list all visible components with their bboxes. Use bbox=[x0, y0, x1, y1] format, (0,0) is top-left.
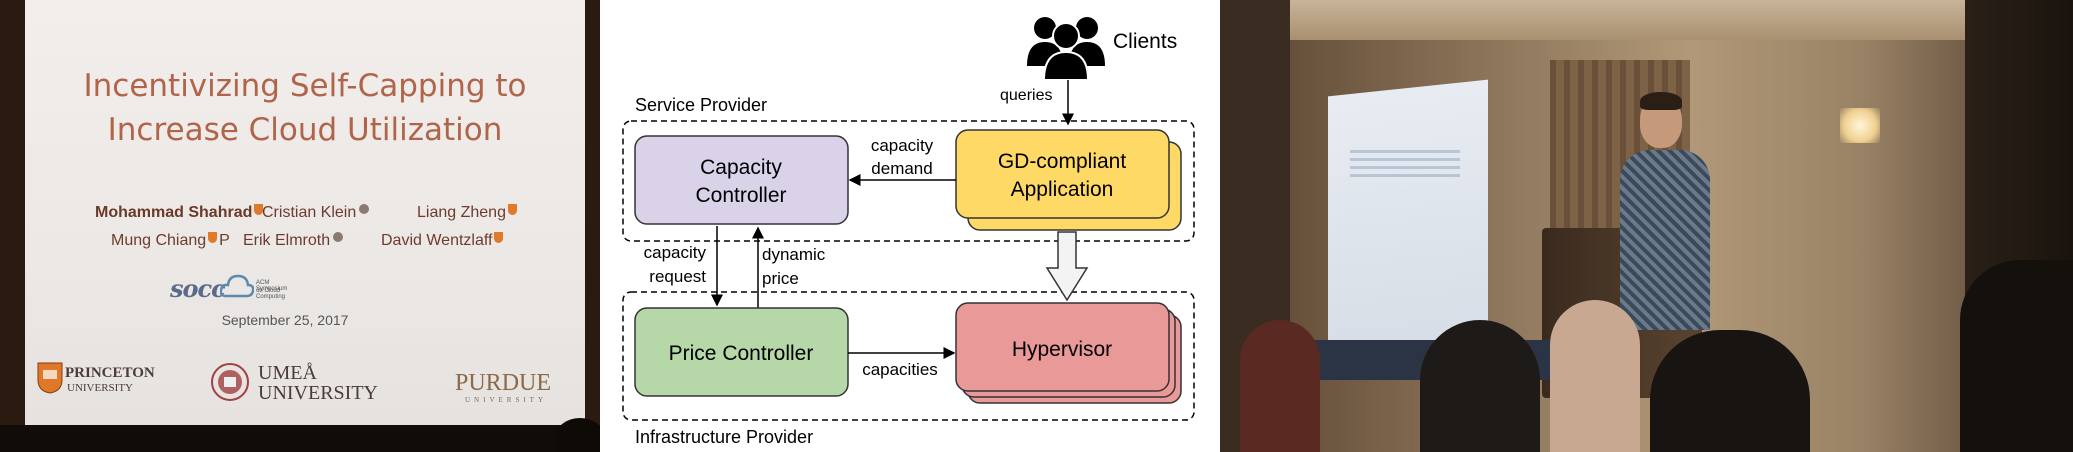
cloud-icon bbox=[220, 274, 254, 298]
capacity-demand-label-1: capacity bbox=[871, 136, 934, 155]
princeton-name: PRINCETON bbox=[65, 365, 155, 381]
slide-date: September 25, 2017 bbox=[221, 312, 349, 328]
ceiling bbox=[1290, 0, 1990, 40]
system-diagram: Clients queries Service Provider Infrast… bbox=[622, 17, 1195, 447]
system-diagram-panel: Clients queries Service Provider Infrast… bbox=[600, 0, 1220, 452]
dynamic-price-label-2: price bbox=[762, 269, 799, 288]
capacity-controller-label-2: Controller bbox=[695, 184, 786, 207]
umea-name: UMEÅ bbox=[258, 362, 317, 384]
gd-app-label-2: Application bbox=[1011, 178, 1114, 201]
screen-text-blur bbox=[1350, 150, 1460, 180]
slide-title-line-1: Incentivizing Self-Capping to bbox=[83, 68, 527, 104]
queries-label: queries bbox=[1000, 87, 1052, 104]
author-elmroth: Erik Elmroth bbox=[243, 232, 344, 250]
audience-member-4 bbox=[1650, 330, 1810, 452]
slide-title-line-2: Increase Cloud Utilization bbox=[107, 112, 503, 148]
capacity-controller-label-1: Capacity bbox=[700, 156, 782, 179]
audience-member-2 bbox=[1420, 320, 1540, 452]
author-zheng: Liang Zheng bbox=[417, 204, 517, 222]
service-provider-label: Service Provider bbox=[635, 95, 767, 115]
conference-room-photo bbox=[1220, 0, 2073, 452]
capacity-request-label-2: request bbox=[649, 267, 706, 286]
price-controller-box bbox=[634, 307, 849, 397]
audience-silhouette bbox=[0, 425, 600, 452]
purdue-university: UNIVERSITY bbox=[465, 396, 547, 404]
clients-icon bbox=[1027, 17, 1105, 81]
infrastructure-provider-region bbox=[622, 291, 1195, 421]
audience-member-5 bbox=[1960, 260, 2073, 452]
audience-head bbox=[555, 418, 600, 452]
capacity-request-label-1: capacity bbox=[644, 243, 707, 262]
slide-photo-panel: Incentivizing Self-Capping to Increase C… bbox=[0, 0, 600, 452]
block-arrow-down bbox=[1045, 231, 1089, 302]
author-klein: Cristian Klein bbox=[262, 204, 370, 222]
princeton-shield-icon bbox=[37, 362, 63, 394]
umea-seal-icon bbox=[211, 363, 249, 401]
capacities-label: capacities bbox=[862, 360, 938, 379]
author-shahrad: Mohammad Shahrad bbox=[95, 204, 264, 222]
dynamic-price-label-1: dynamic bbox=[762, 245, 826, 264]
socc-logo: socc ACM Symposium on Cloud Computing bbox=[170, 274, 288, 303]
capacity-controller-box bbox=[634, 135, 849, 225]
service-provider-region bbox=[622, 120, 1195, 242]
hypervisor-box bbox=[955, 302, 1170, 392]
purdue-name: PURDUE bbox=[455, 370, 552, 396]
speaker-hair bbox=[1640, 92, 1682, 110]
wall-sconce bbox=[1840, 108, 1880, 143]
audience-member-1 bbox=[1240, 320, 1320, 452]
title-slide: Incentivizing Self-Capping to Increase C… bbox=[25, 0, 585, 425]
audience-member-3 bbox=[1550, 300, 1640, 452]
infrastructure-provider-label: Infrastructure Provider bbox=[635, 427, 813, 447]
hypervisor-label: Hypervisor bbox=[1012, 338, 1112, 361]
princeton-university: UNIVERSITY bbox=[67, 382, 133, 394]
gd-app-box bbox=[955, 129, 1170, 219]
capacity-demand-label-2: demand bbox=[871, 159, 932, 178]
clients-label: Clients bbox=[1113, 30, 1177, 53]
umea-university: UNIVERSITY bbox=[258, 382, 378, 404]
gd-app-label-1: GD-compliant bbox=[998, 150, 1127, 173]
author-wentzlaff: David Wentzlaff bbox=[381, 232, 504, 250]
speaker-body bbox=[1620, 150, 1710, 330]
price-controller-label: Price Controller bbox=[669, 342, 814, 365]
